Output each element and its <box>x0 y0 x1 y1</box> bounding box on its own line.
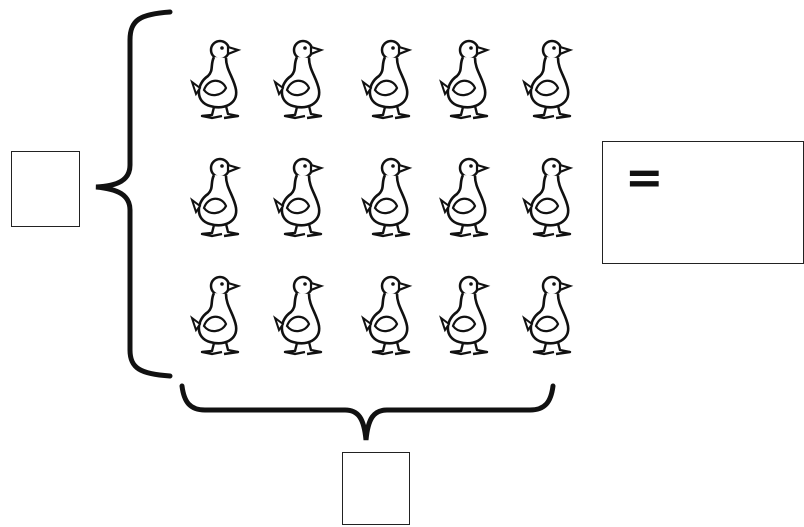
duck-icon <box>190 275 240 356</box>
duck-icon <box>190 157 240 238</box>
duck-icon <box>439 157 489 238</box>
rows-brace <box>95 9 173 379</box>
duck-icon <box>273 275 323 356</box>
duck-icon <box>361 275 411 356</box>
columns-brace <box>179 383 556 441</box>
duck-icon <box>522 275 572 356</box>
result-answer-box[interactable]: = <box>602 141 804 264</box>
duck-icon <box>361 39 411 120</box>
equals-sign: = <box>625 150 664 204</box>
duck-icon <box>522 39 572 120</box>
duck-icon <box>439 275 489 356</box>
duck-icon <box>361 157 411 238</box>
columns-answer-box[interactable] <box>342 452 410 525</box>
duck-icon <box>439 39 489 120</box>
duck-icon <box>522 157 572 238</box>
duck-icon <box>273 39 323 120</box>
rows-answer-box[interactable] <box>11 151 80 227</box>
duck-icon <box>273 157 323 238</box>
duck-icon <box>190 39 240 120</box>
